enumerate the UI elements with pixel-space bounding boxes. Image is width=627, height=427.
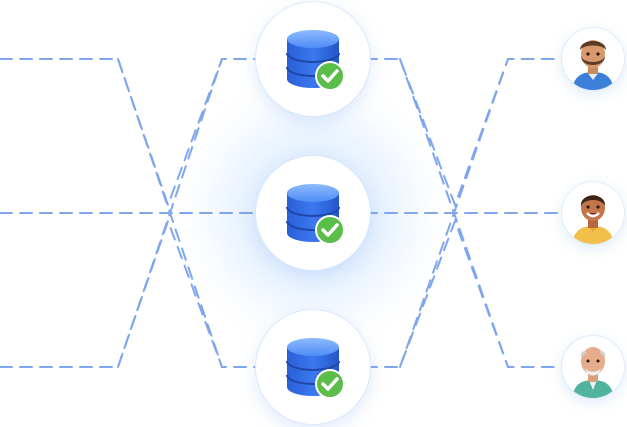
line-left-top	[0, 58, 263, 208]
line-left-cross	[117, 58, 223, 368]
database-check-icon	[285, 336, 346, 400]
bearded-man-avatar-icon	[572, 40, 614, 90]
database-check-icon	[285, 182, 346, 246]
line-left-bottom	[0, 218, 263, 368]
database-check-icon	[285, 28, 346, 92]
user-node-bottom	[562, 336, 624, 398]
line-right-top	[364, 58, 561, 208]
line-right-cross	[399, 58, 509, 368]
line-right-bottom	[364, 218, 561, 368]
elderly-man-avatar-icon	[572, 347, 614, 398]
smiling-man-avatar-icon	[572, 195, 614, 244]
user-node-middle	[562, 182, 624, 244]
user-node-top	[562, 28, 624, 90]
